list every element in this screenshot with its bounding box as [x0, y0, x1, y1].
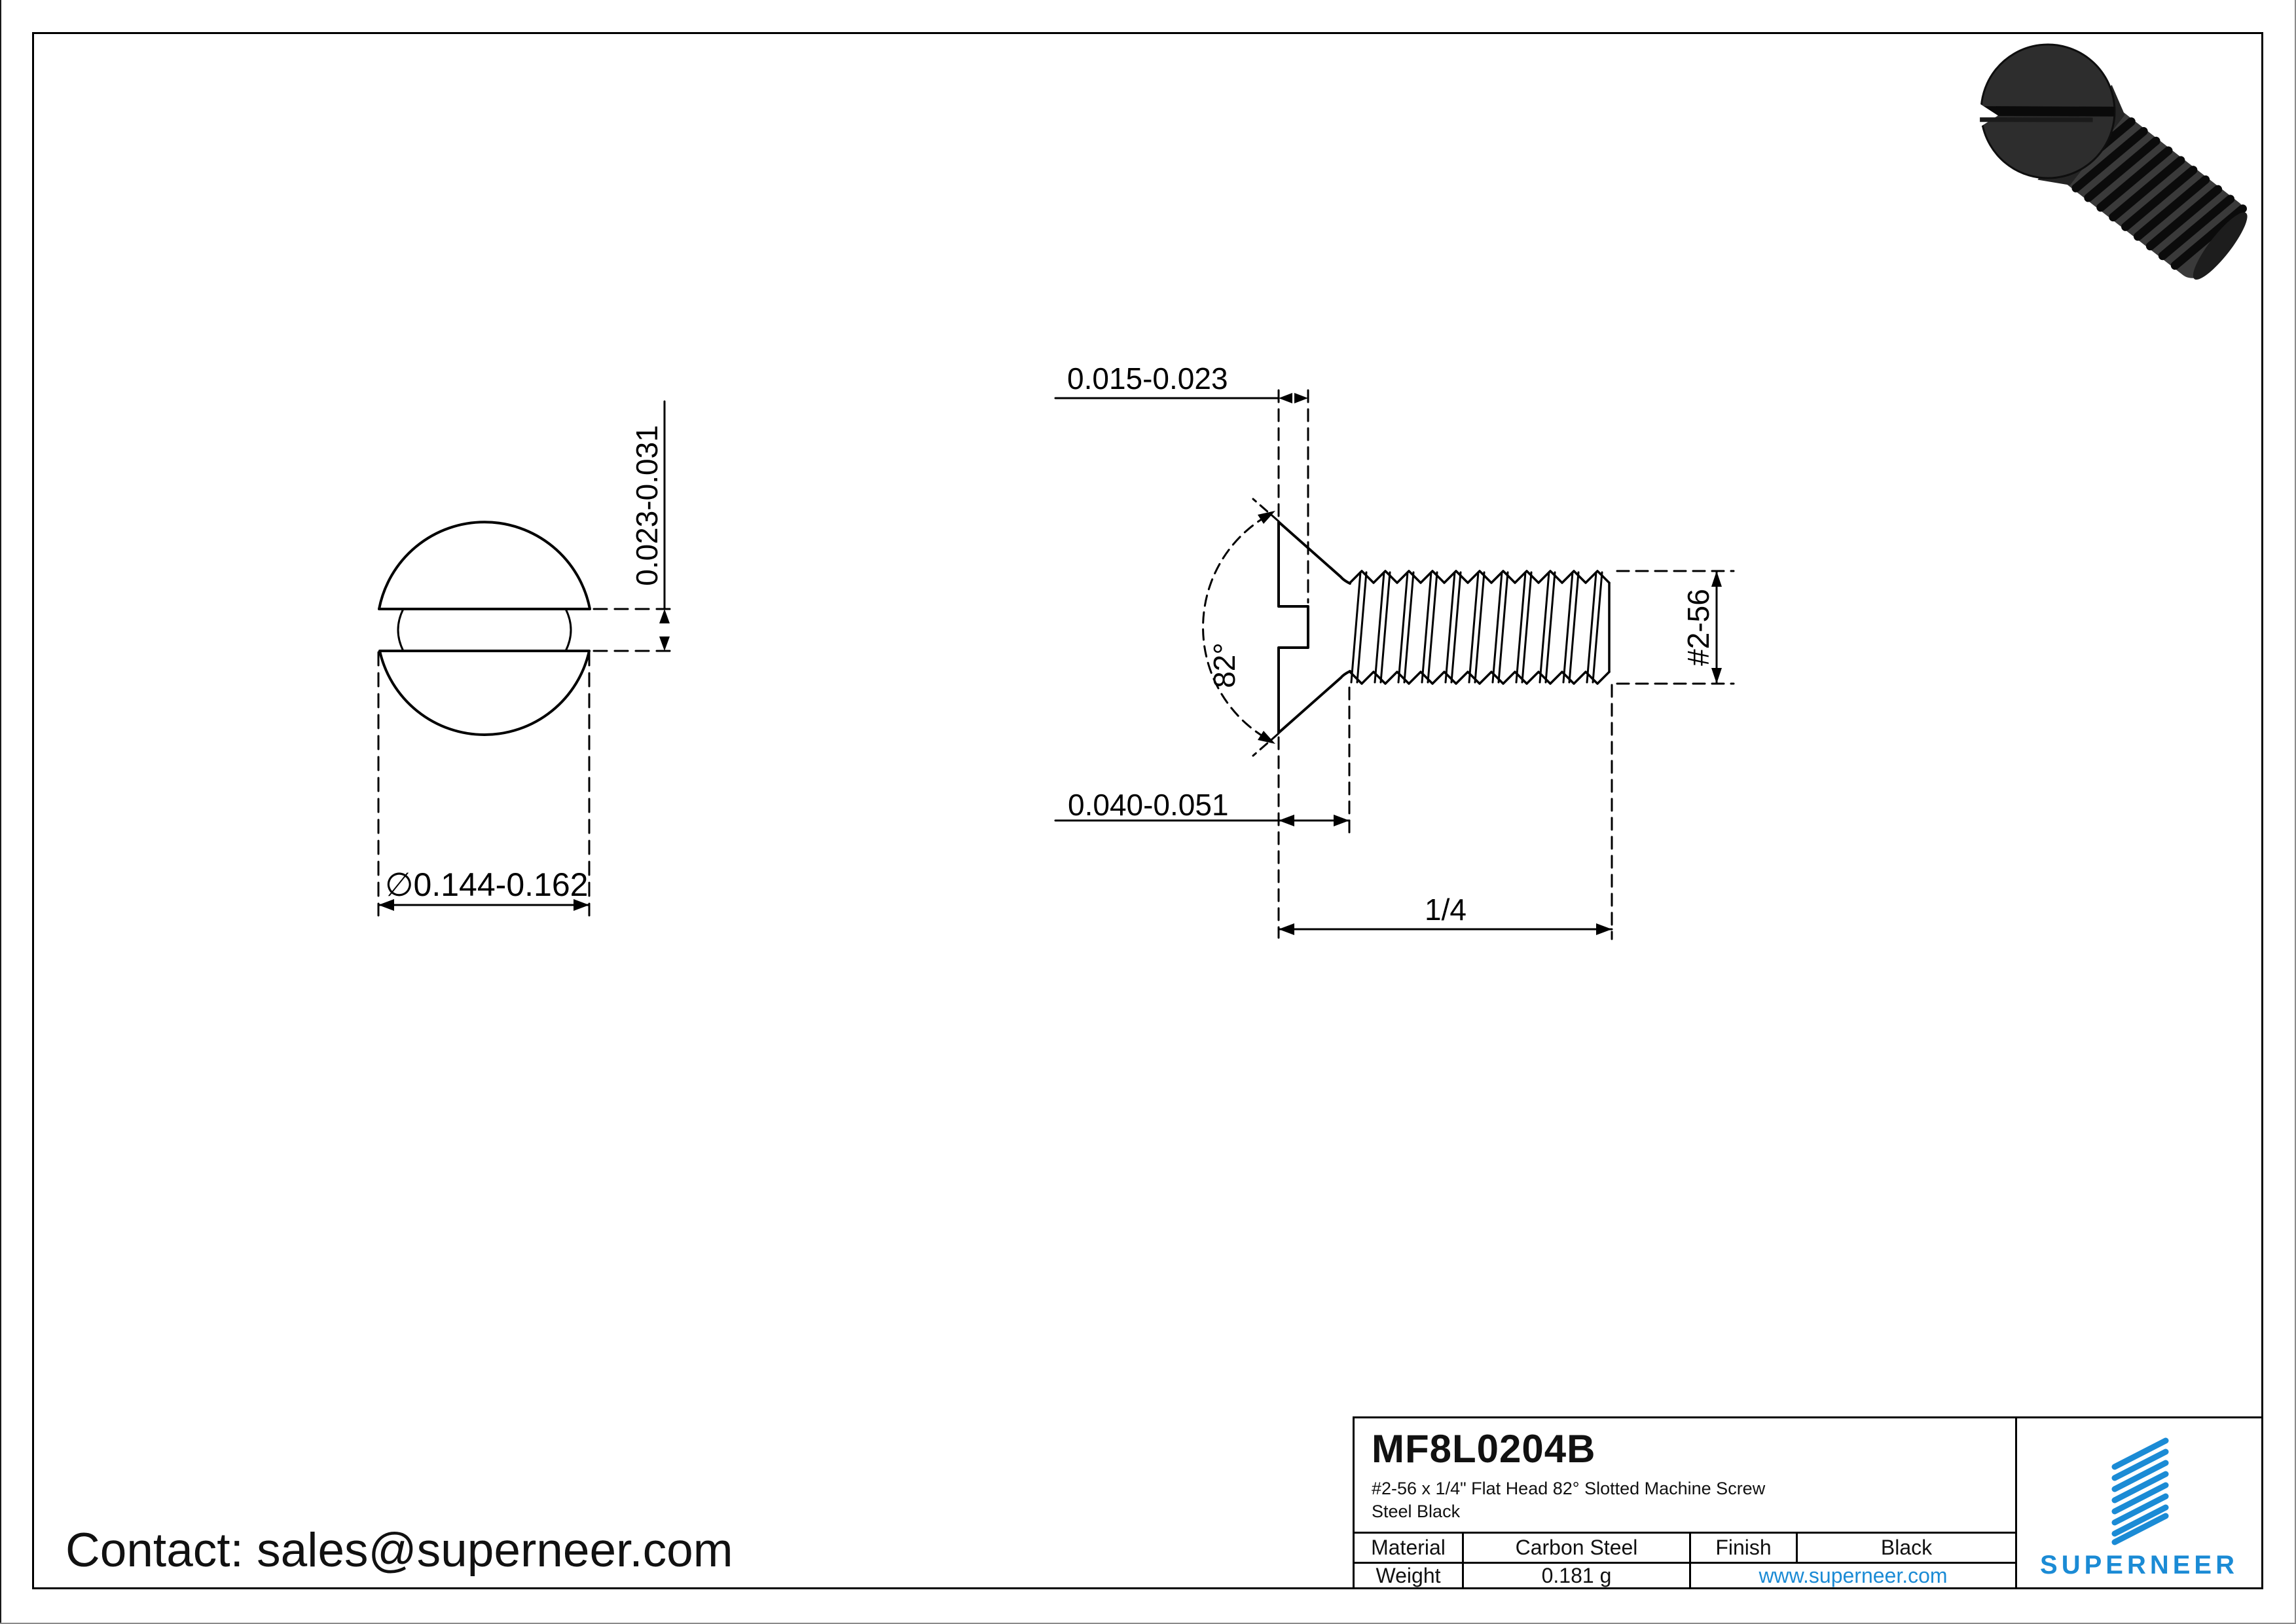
drawing-border	[32, 32, 2263, 1589]
thread-flanks	[1350, 571, 1603, 684]
title-block-description-area: MF8L0204B #2-56 x 1/4" Flat Head 82° Slo…	[1355, 1418, 2015, 1532]
page-edge-left	[0, 0, 1, 1624]
slot-depth-dim-text: 0.015-0.023	[1067, 361, 1228, 396]
title-block-info: MF8L0204B #2-56 x 1/4" Flat Head 82° Slo…	[1355, 1418, 2017, 1587]
website-link[interactable]: www.superneer.com	[1689, 1564, 2015, 1587]
brand-panel: SUPERNEER	[2017, 1418, 2261, 1587]
part-description-line2: Steel Black	[1372, 1502, 1461, 1521]
screw-3d-render	[1973, 43, 2248, 280]
brand-name: SUPERNEER	[2040, 1551, 2238, 1579]
head-profile	[1277, 521, 1351, 734]
head-height-dimension: 0.040-0.051	[1054, 686, 1351, 939]
material-label: Material	[1371, 1536, 1446, 1559]
page-edge-bottom	[0, 1623, 2296, 1624]
weight-value: 0.181 g	[1462, 1564, 1689, 1587]
superneer-logo-icon	[2111, 1437, 2168, 1545]
weight-website-row: Weight 0.181 g www.superneer.com	[1355, 1562, 2015, 1587]
part-number: MF8L0204B	[1372, 1427, 1596, 1471]
thread-size-dimension: #2-56	[1616, 570, 1735, 685]
contact-line: Contact: sales@superneer.com	[65, 1524, 733, 1577]
angle-dim-text: 82°	[1207, 642, 1241, 688]
finish-value: Black	[1796, 1534, 2015, 1562]
thread-size-dim-text: #2-56	[1681, 589, 1715, 666]
finish-label: Finish	[1689, 1534, 1796, 1562]
slot-depth-dimension: 0.015-0.023	[1054, 361, 1309, 604]
slot-width-dim-text: 0.023-0.031	[630, 425, 664, 586]
head-upper-arc	[378, 521, 591, 610]
length-dimension: 1/4	[1277, 684, 1613, 940]
head-diameter-dim-text: ∅0.144-0.162	[385, 866, 588, 903]
head-lower-arc	[378, 650, 591, 736]
length-dim-text: 1/4	[1425, 893, 1467, 927]
slot-end-arc-left	[397, 608, 405, 652]
head-height-dim-text: 0.040-0.051	[1068, 788, 1229, 822]
part-description-line1: #2-56 x 1/4" Flat Head 82° Slotted Machi…	[1372, 1479, 1766, 1498]
angle-dimension: 82°	[1202, 498, 1280, 757]
title-block: MF8L0204B #2-56 x 1/4" Flat Head 82° Slo…	[1353, 1416, 2263, 1589]
slot-width-dimension: 0.023-0.031	[592, 400, 677, 652]
thread-crest-bottom	[1349, 671, 1611, 685]
head-diameter-dimension: ∅0.144-0.162	[377, 651, 591, 917]
material-value: Carbon Steel	[1462, 1534, 1689, 1562]
material-finish-row: Material Carbon Steel Finish Black	[1355, 1532, 2015, 1562]
weight-label: Weight	[1376, 1563, 1441, 1587]
slot-end-arc-right	[564, 608, 572, 652]
side-view-screw	[1277, 521, 1611, 734]
top-view-screw-head	[378, 521, 591, 736]
page-edge-right	[2295, 0, 2296, 1624]
thread-crest-top	[1349, 570, 1611, 584]
